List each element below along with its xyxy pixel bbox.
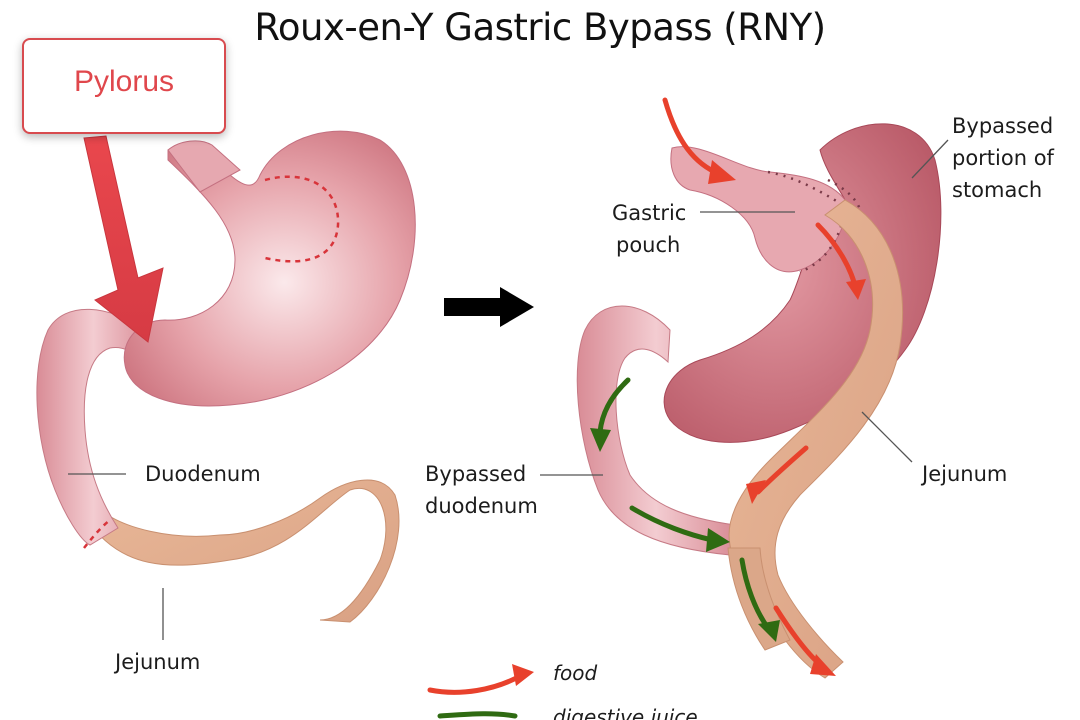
- jejunum-left-shape: [85, 479, 400, 623]
- food-arrowheads: [512, 160, 866, 686]
- pylorus-callout: Pylorus: [22, 38, 226, 134]
- label-jejunum-left: Jejunum: [113, 650, 200, 674]
- label-gastric-pouch-1: Gastric: [612, 201, 686, 225]
- juice-arrowheads: [590, 428, 780, 642]
- legend: food digestive juice: [437, 661, 698, 720]
- pouch-outline-dashed: [264, 175, 340, 263]
- gastric-pouch-shape: [670, 146, 847, 273]
- label-bypassed-duodenum-1: Bypassed: [425, 462, 526, 486]
- label-duodenum: Duodenum: [145, 462, 261, 486]
- normal-anatomy: [36, 130, 416, 623]
- juice-arrows: [597, 377, 771, 631]
- label-bypassed-stomach-1: Bypassed: [952, 114, 1053, 138]
- esophagus-left-shape: [167, 140, 241, 193]
- junction-dashed: [83, 519, 111, 549]
- page-title: Roux-en-Y Gastric Bypass (RNY): [254, 6, 826, 49]
- label-bypassed-stomach-3: stomach: [952, 178, 1042, 202]
- pylorus-pointer-arrow: [83, 135, 164, 343]
- bypassed-duodenum-shape: [576, 305, 736, 556]
- legend-juice-arrow: [437, 711, 518, 719]
- duodenum-left-shape: [36, 308, 151, 546]
- bypassed-stomach-leader: [911, 139, 949, 179]
- jejunum-right-leader: [861, 411, 913, 463]
- pylorus-callout-label: Pylorus: [73, 65, 175, 98]
- bypass-anatomy: [576, 123, 942, 679]
- label-gastric-pouch-2: pouch: [616, 233, 680, 257]
- label-jejunum-right: Jejunum: [920, 462, 1007, 486]
- legend-juice-label: digestive juice: [553, 705, 698, 720]
- stomach-left-shape: [123, 130, 416, 407]
- label-bypassed-duodenum-2: duodenum: [425, 494, 538, 518]
- label-bypassed-stomach-2: portion of: [952, 146, 1055, 170]
- legend-food-label: food: [553, 661, 598, 685]
- transition-arrow: [444, 287, 534, 327]
